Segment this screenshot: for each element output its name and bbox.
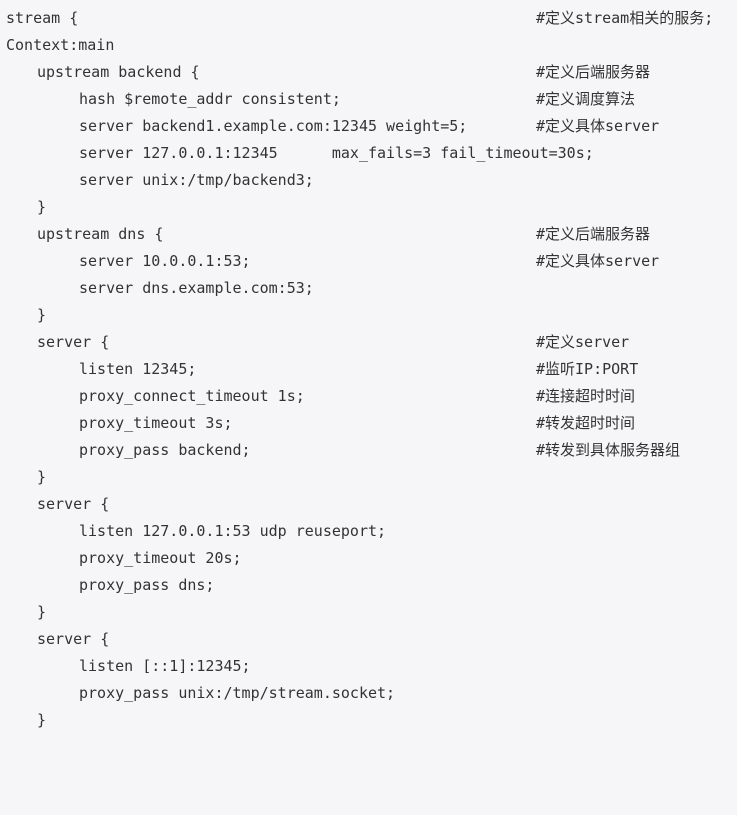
code-text: proxy_pass dns; — [79, 576, 215, 594]
code-comment: #连接超时时间 — [536, 387, 636, 405]
code-text: stream { — [6, 9, 79, 27]
code-text: } — [37, 306, 47, 324]
code-text: } — [37, 603, 47, 621]
code-text: listen 127.0.0.1:53 udp reuseport; — [79, 522, 387, 540]
code-line: listen 12345; #监听IP:PORT — [0, 356, 737, 383]
code-text: upstream dns { — [37, 225, 164, 243]
code-text: } — [37, 198, 47, 216]
code-text: server 10.0.0.1:53; — [79, 252, 251, 270]
code-comment: #定义后端服务器 — [536, 63, 651, 81]
code-comment: #定义调度算法 — [536, 90, 636, 108]
code-line: } — [0, 302, 737, 329]
code-line: proxy_timeout 3s; #转发超时时间 — [0, 410, 737, 437]
code-block: stream { #定义stream相关的服务; Context:main up… — [0, 5, 737, 729]
code-text: server { — [37, 333, 110, 351]
code-text: } — [37, 711, 47, 729]
code-line: server { — [0, 491, 737, 518]
code-text: proxy_timeout 3s; — [79, 414, 233, 432]
code-text: Context:main — [6, 36, 115, 54]
code-line: hash $remote_addr consistent; #定义调度算法 — [0, 86, 737, 113]
code-text: upstream backend { — [37, 63, 200, 81]
code-line: server { — [0, 626, 737, 653]
code-line: server dns.example.com:53; — [0, 275, 737, 302]
code-text: proxy_connect_timeout 1s; — [79, 387, 305, 405]
code-text: server backend1.example.com:12345 weight… — [79, 117, 468, 135]
code-line: proxy_connect_timeout 1s; #连接超时时间 — [0, 383, 737, 410]
code-text: server unix:/tmp/backend3; — [79, 171, 314, 189]
code-line: upstream backend { #定义后端服务器 — [0, 59, 737, 86]
code-comment: #定义具体server — [536, 117, 660, 135]
code-text: hash $remote_addr consistent; — [79, 90, 341, 108]
code-comment: #监听IP:PORT — [536, 360, 639, 378]
code-text: } — [37, 468, 47, 486]
code-line: server 127.0.0.1:12345 max_fails=3 fail_… — [0, 140, 737, 167]
code-line: listen [::1]:12345; — [0, 653, 737, 680]
code-comment: #定义具体server — [536, 252, 660, 270]
code-text: server dns.example.com:53; — [79, 279, 314, 297]
code-text: listen 12345; — [79, 360, 197, 378]
code-text: server { — [37, 630, 110, 648]
code-line: upstream dns { #定义后端服务器 — [0, 221, 737, 248]
code-line: proxy_pass unix:/tmp/stream.socket; — [0, 680, 737, 707]
code-line: } — [0, 464, 737, 491]
code-line: Context:main — [0, 32, 737, 59]
code-text: server { — [37, 495, 110, 513]
code-line: } — [0, 599, 737, 626]
code-text: proxy_pass backend; — [79, 441, 251, 459]
code-text: proxy_pass unix:/tmp/stream.socket; — [79, 684, 396, 702]
code-line: server backend1.example.com:12345 weight… — [0, 113, 737, 140]
code-line: proxy_timeout 20s; — [0, 545, 737, 572]
code-text: listen [::1]:12345; — [79, 657, 251, 675]
code-comment: #定义server — [536, 333, 630, 351]
code-line: } — [0, 707, 737, 734]
code-line: server 10.0.0.1:53; #定义具体server — [0, 248, 737, 275]
code-comment: #转发超时时间 — [536, 414, 636, 432]
code-line: proxy_pass dns; — [0, 572, 737, 599]
code-text: server 127.0.0.1:12345 max_fails=3 fail_… — [79, 144, 594, 162]
code-comment: #定义后端服务器 — [536, 225, 651, 243]
code-text: proxy_timeout 20s; — [79, 549, 242, 567]
code-line: listen 127.0.0.1:53 udp reuseport; — [0, 518, 737, 545]
code-line: stream { #定义stream相关的服务; — [0, 5, 737, 32]
code-line: } — [0, 194, 737, 221]
code-comment: #定义stream相关的服务; — [536, 9, 714, 27]
code-line: server { #定义server — [0, 329, 737, 356]
code-comment: #转发到具体服务器组 — [536, 441, 681, 459]
code-line: proxy_pass backend; #转发到具体服务器组 — [0, 437, 737, 464]
code-line: server unix:/tmp/backend3; — [0, 167, 737, 194]
